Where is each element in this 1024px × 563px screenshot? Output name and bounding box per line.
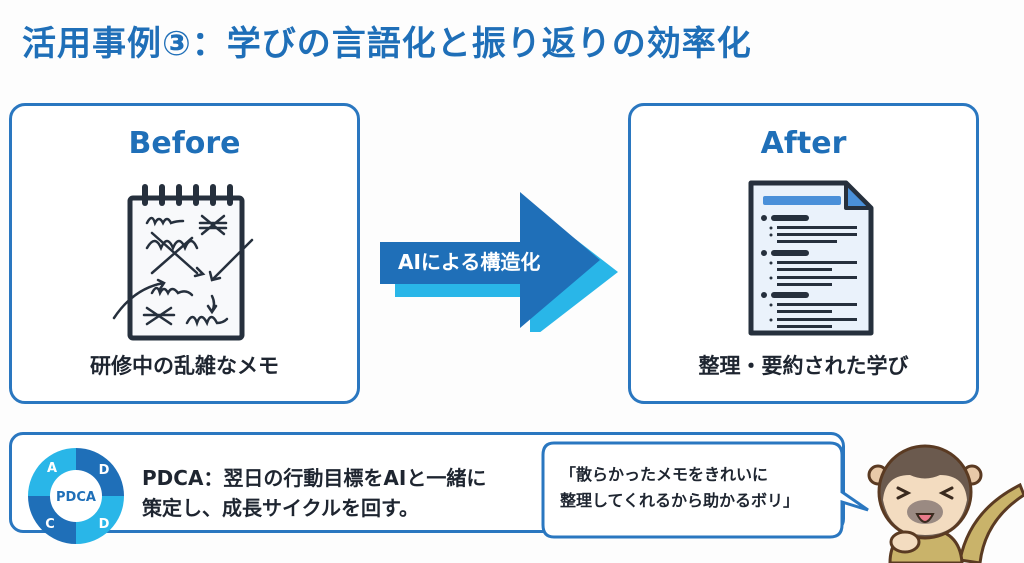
pdca-line-2: 策定し、成長サイクルを回す。 [142,496,419,520]
speech-text: 「散らかったメモをきれいに 整理してくれるから助かるボリ」 [560,462,830,514]
before-heading: Before [128,126,241,161]
before-caption: 研修中の乱雑なメモ [90,354,279,378]
pdca-description: PDCA：翌日の行動目標をAIと一緒に 策定し、成長サイクルを回す。 [142,463,542,523]
speech-bubble [541,441,869,539]
after-heading: After [760,126,847,161]
right-arrow-icon [380,192,618,332]
speech-line-2: 整理してくれるから助かるボリ」 [560,491,800,510]
pdca-segment-d1: D [99,463,110,478]
messy-notepad-icon [112,184,254,341]
monkey-mascot-icon [867,444,1024,563]
pdca-center-label: PDCA [56,490,96,505]
page-title: 活用事例③：学びの言語化と振り返りの効率化 [22,24,752,64]
arrow-label: AIによる構造化 [398,250,541,274]
after-caption: 整理・要約された学び [698,354,909,378]
pdca-segment-c: C [45,517,55,532]
speech-line-1: 「散らかったメモをきれいに [560,465,769,484]
pdca-segment-d2: D [99,517,110,532]
organized-document-icon [748,180,874,336]
pdca-segment-a: A [47,461,57,476]
pdca-line-1: PDCA：翌日の行動目標をAIと一緒に [142,466,487,490]
before-panel: Before 研修中の乱雑なメモ [9,103,360,404]
pdca-cycle-icon: PDCA A D D C [28,448,124,544]
after-panel: After 整理・要約された学び [628,103,979,404]
